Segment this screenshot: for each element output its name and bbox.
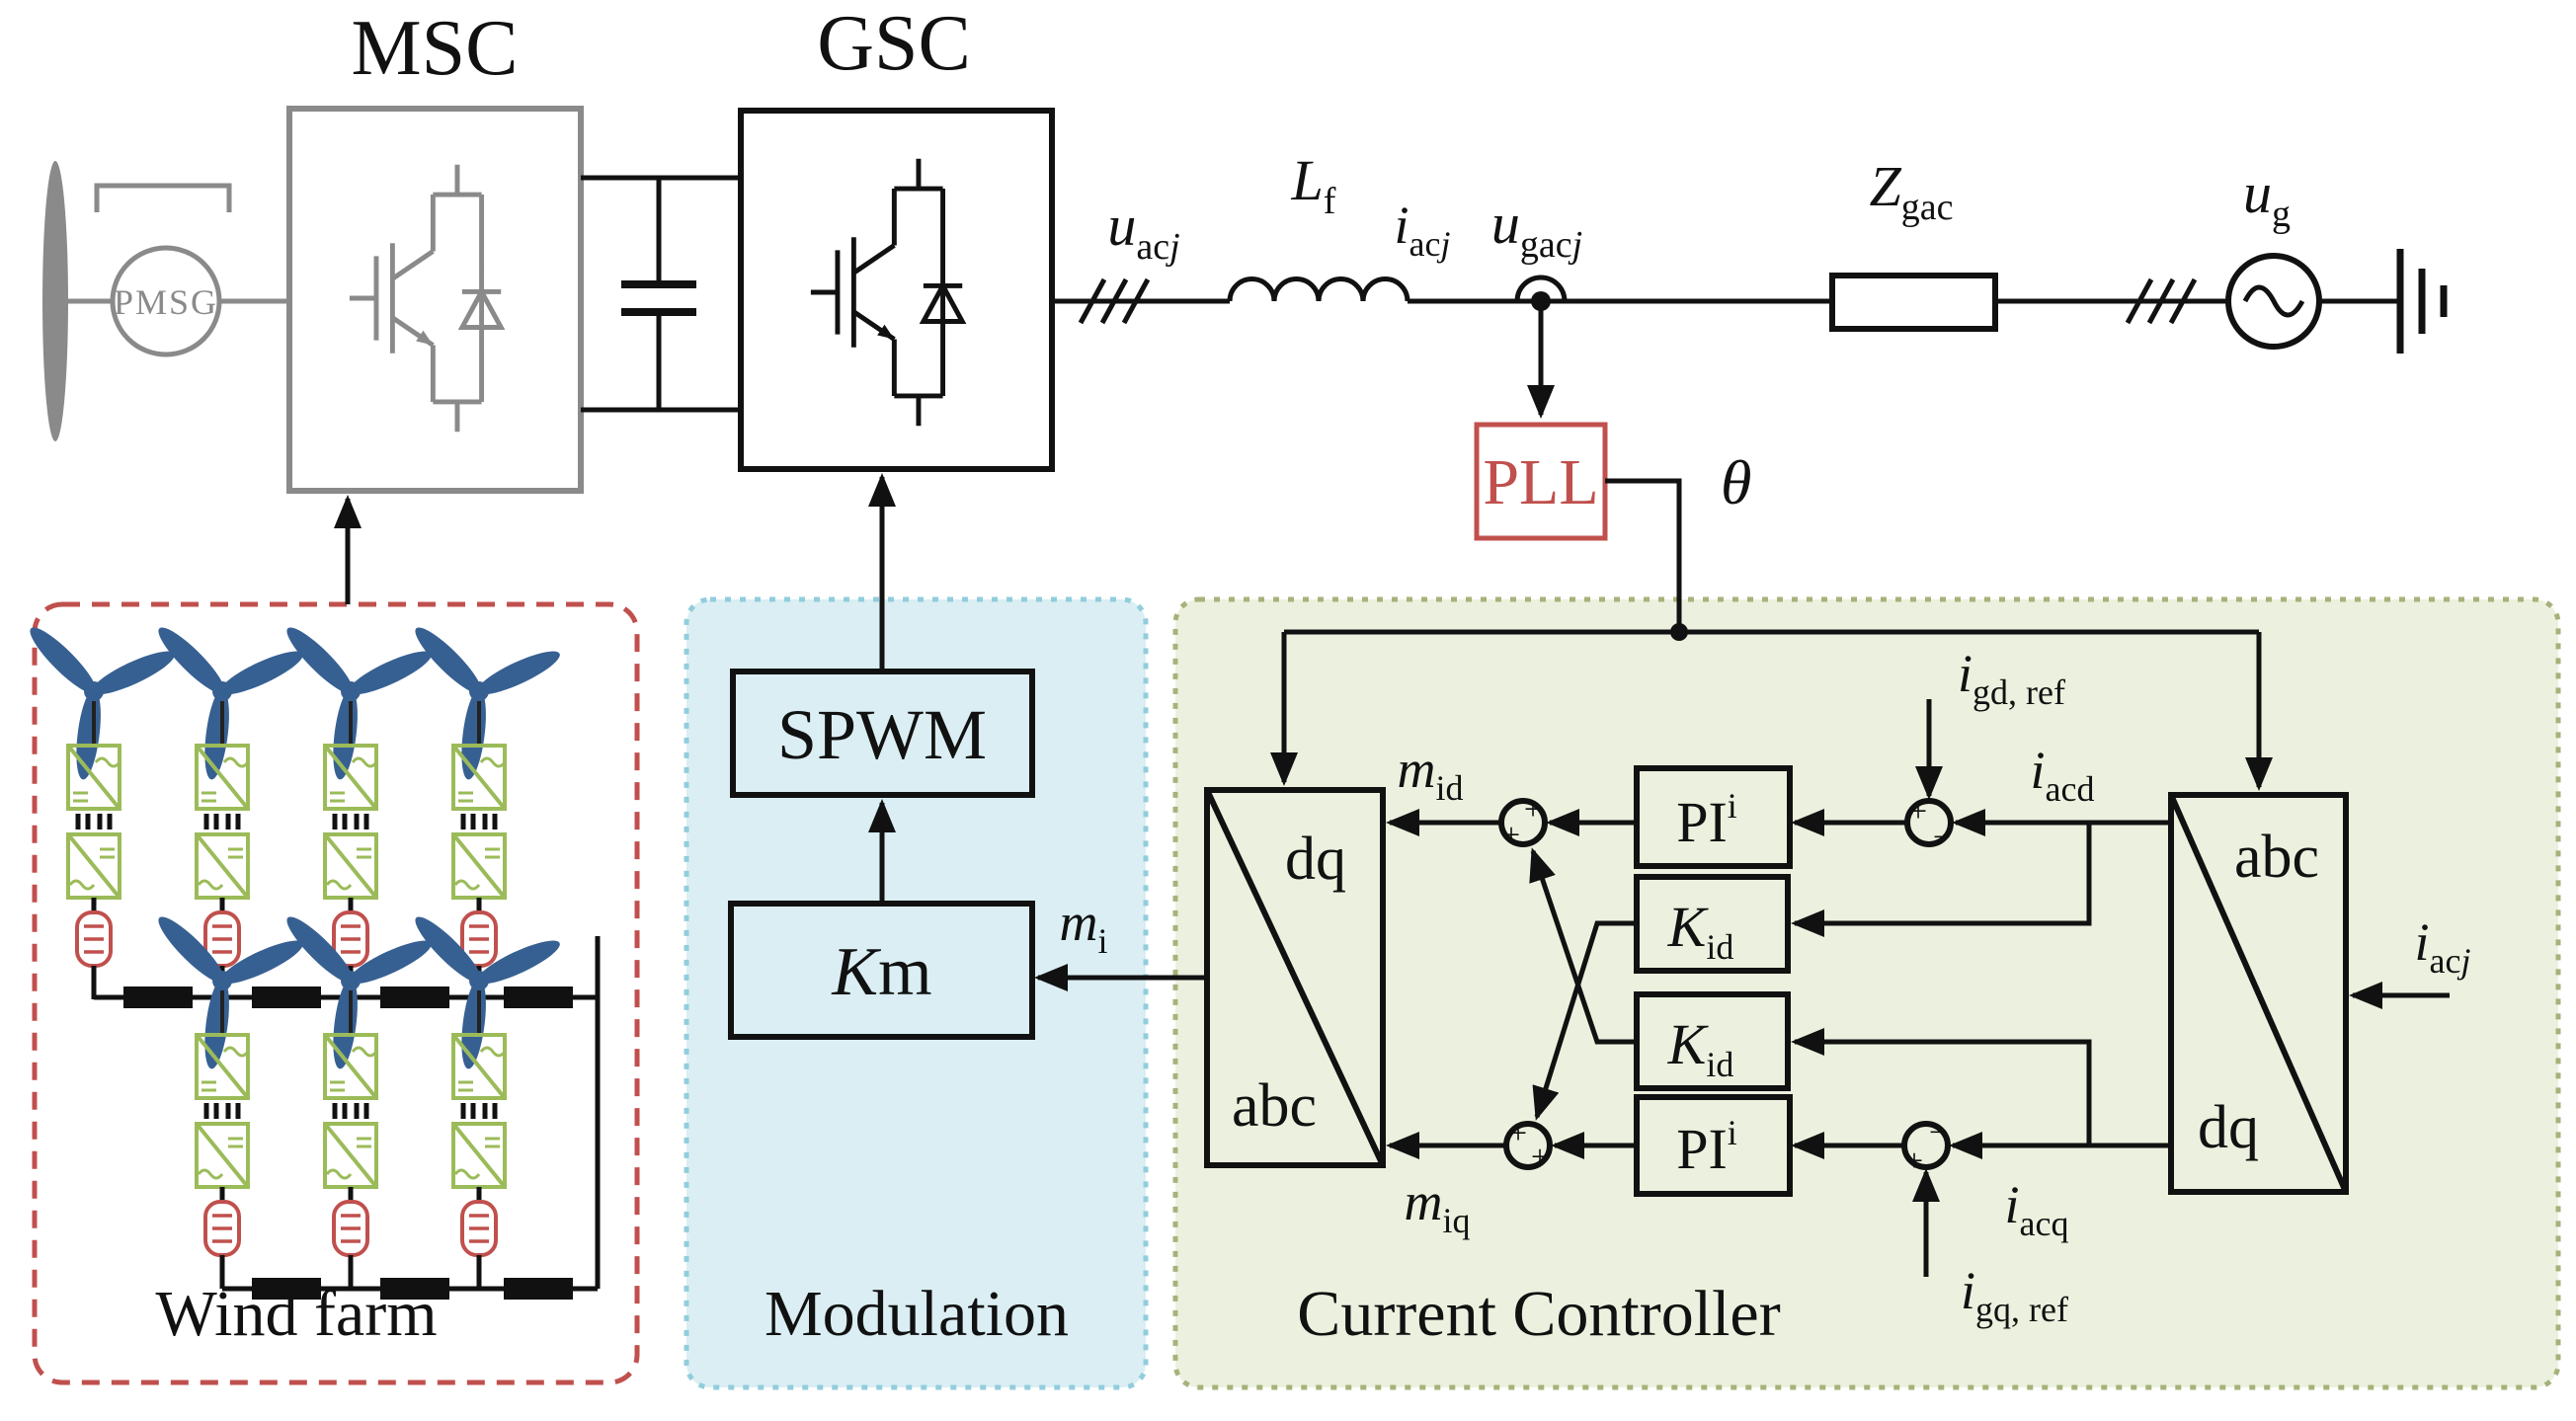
ac-line [1052, 249, 2448, 354]
abc-label: abc [2234, 824, 2319, 891]
dq-abc-transform-block: dq abc [1204, 787, 1386, 1168]
sum-sign: + [1502, 817, 1520, 852]
spwm-label: SPWM [777, 695, 987, 774]
label-m-i: mi [1059, 893, 1107, 961]
label-l-f: Lf [1291, 148, 1336, 222]
modulation-section: SPWM Km Modulation [728, 473, 1069, 1350]
label-i-gq-ref: igq, ref [1961, 1261, 2068, 1329]
sum-q-error: − + [1901, 1114, 1951, 1178]
gsc-converter: GSC [738, 0, 1055, 472]
label-z-gac: Zgac [1870, 154, 1954, 228]
km-box [728, 901, 1035, 1040]
sum-sign: + [1524, 791, 1542, 827]
label-m-id: mid [1397, 740, 1463, 808]
gsc-title: GSC [817, 0, 971, 87]
current-controller-section: dq abc abc dq PIi Kid Kid PIi [1204, 644, 2471, 1350]
pll-label: PLL [1483, 446, 1598, 518]
pmsg-label: PMSG [114, 282, 218, 322]
pi-q-label: PIi [1676, 1113, 1737, 1181]
label-m-iq: miq [1404, 1172, 1470, 1240]
label-u-gacj: ugacj [1491, 192, 1582, 266]
msc-title: MSC [352, 5, 519, 92]
modulation-label: Modulation [765, 1278, 1069, 1350]
sum-sign: + [1905, 1143, 1923, 1178]
dq-label: dq [2198, 1094, 2259, 1161]
bracket-icon [94, 183, 232, 212]
sum-sign: − [1929, 1114, 1947, 1149]
three-phase-slash-icon [2125, 277, 2198, 325]
abc-dq-transform-block: abc dq [2168, 792, 2349, 1195]
sum-sign: + [1531, 1139, 1549, 1174]
sum-d-error: + − [1904, 793, 1954, 854]
label-u-acj: uacj [1107, 194, 1179, 268]
spwm-box [730, 669, 1035, 798]
grid-impedance-box [1829, 273, 1998, 332]
three-phase-slash-icon [1078, 277, 1151, 325]
msc-box [286, 106, 584, 494]
cable-segment-icon [252, 1278, 321, 1300]
pll-section: PLL θ [1270, 310, 2273, 791]
inductor-icon [1227, 276, 1410, 302]
dq-label: dq [1285, 826, 1346, 893]
k-id-top-label: Kid [1667, 895, 1734, 967]
msc-converter: MSC [286, 5, 584, 494]
cable-segment-icon [380, 987, 449, 1008]
pi-d-box [1634, 765, 1793, 869]
wind-farm-section: Wind farm [24, 495, 601, 1350]
cable-segment-icon [504, 1278, 573, 1300]
label-i-acj: iacj [1395, 196, 1451, 264]
cable-segment-icon [504, 987, 573, 1008]
abc-label: abc [1232, 1072, 1317, 1140]
cable-segment-icon [380, 1278, 449, 1300]
sum-sign: − [1933, 819, 1951, 854]
k-id-bottom-label: Kid [1667, 1012, 1734, 1084]
sum-mid: + + [1498, 791, 1548, 852]
current-controller-label: Current Controller [1297, 1278, 1780, 1350]
node-hop-icon [1514, 275, 1568, 302]
label-i-acd: iacd [2031, 741, 2095, 809]
label-i-acj-input: iacj [2415, 912, 2471, 981]
dc-capacitor-icon [621, 280, 696, 316]
pi-d-label: PIi [1676, 786, 1737, 854]
cable-segment-icon [252, 987, 321, 1008]
wind-generator: PMSG [42, 161, 289, 441]
label-i-acq: iacq [2005, 1175, 2069, 1243]
turbine-blade-icon [42, 161, 68, 441]
km-label: Km [831, 934, 931, 1010]
sum-miq: + + [1503, 1115, 1553, 1174]
sum-sign: + [1509, 1115, 1527, 1150]
cable-segment-icon [123, 987, 193, 1008]
label-u-g: ug [2243, 161, 2291, 235]
gsc-box [738, 108, 1055, 472]
dc-link [581, 175, 741, 413]
ground-icon [2396, 249, 2448, 354]
label-theta: θ [1721, 447, 1751, 517]
wind-farm-label: Wind farm [155, 1278, 437, 1350]
pcc-node [1531, 291, 1551, 311]
sum-sign: + [1909, 793, 1927, 829]
label-i-gd-ref: igd, ref [1958, 644, 2065, 712]
